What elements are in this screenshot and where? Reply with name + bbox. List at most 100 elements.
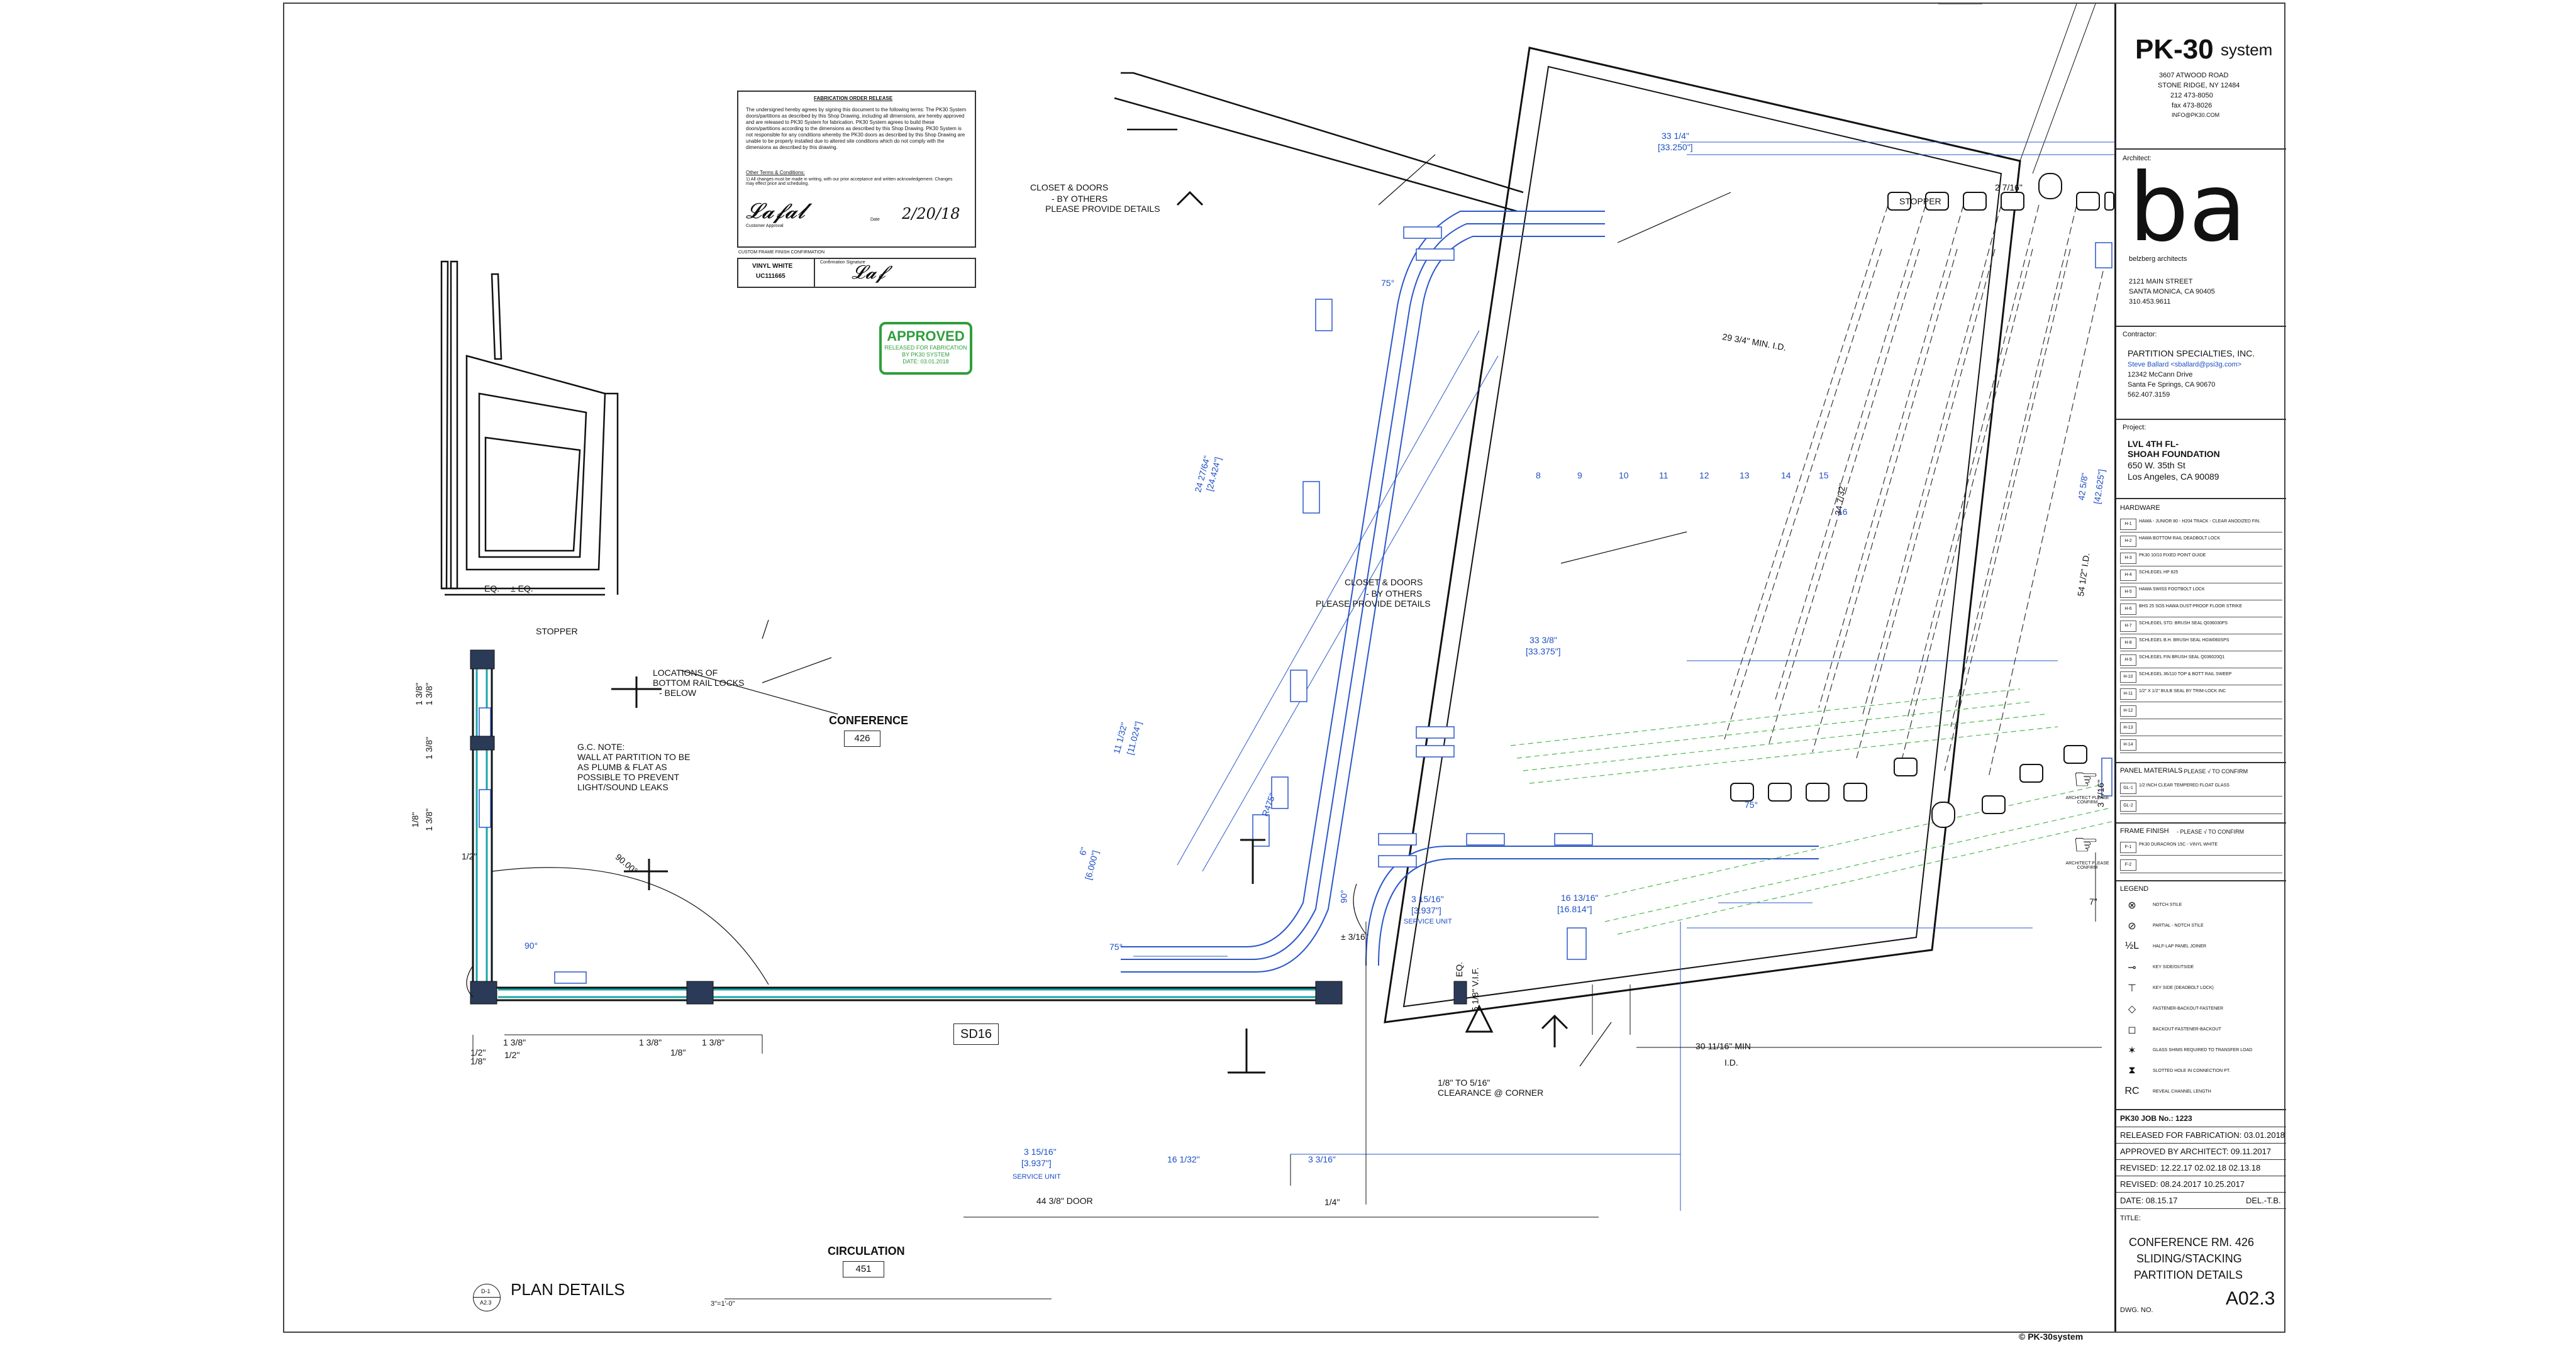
hardware-item: H-4 SCHLEGEL HP 825 bbox=[2120, 568, 2282, 583]
contractor-phone: 562.407.3159 bbox=[2128, 391, 2170, 399]
dim-d20: 1 3/8" bbox=[702, 1037, 725, 1047]
legend-text: KEY SIDE (DEADBOLT LOCK) bbox=[2153, 986, 2214, 990]
title-block-legend: LEGEND ⊗ NOTCH STILE⊘ PARTIAL - NOTCH ST… bbox=[2116, 880, 2286, 1110]
hardware-item: H-10 SCHLEGEL 36/110 TOP & BOTT RAIL SWE… bbox=[2120, 670, 2282, 685]
hardware-code: H-3 bbox=[2120, 553, 2136, 564]
detail-tag-bottom: A2.3 bbox=[480, 1299, 492, 1306]
dwg-number: A02.3 bbox=[2226, 1288, 2275, 1309]
hardware-text: 1/2" X 1/2" BULB SEAL BY TRIM-LOCK INC bbox=[2139, 689, 2226, 693]
material-text: 1/2 INCH CLEAR TEMPERED FLOAT GLASS bbox=[2139, 783, 2229, 788]
angle-a4: 90° bbox=[525, 941, 538, 951]
hardware-code: H-11 bbox=[2120, 688, 2136, 700]
legend-title: LEGEND bbox=[2120, 885, 2149, 893]
footer-logo-text: PK-30system bbox=[2028, 1332, 2084, 1342]
legend-symbol-icon: ⊤ bbox=[2128, 983, 2136, 994]
legend-symbol-icon: ½L bbox=[2124, 941, 2140, 951]
note-closet-2a: CLOSET & DOORS bbox=[1345, 577, 1423, 587]
dim-d24: EQ. bbox=[1454, 961, 1465, 978]
room-circulation-label: CIRCULATION bbox=[828, 1245, 905, 1257]
firm-email: INFO@PK30.COM bbox=[2172, 112, 2220, 118]
note-closet-1a: CLOSET & DOORS bbox=[1030, 182, 1109, 192]
dim-d33: 1 3/8" bbox=[424, 808, 435, 832]
panel-materials-note: - PLEASE √ TO CONFIRM bbox=[2180, 768, 2248, 775]
contractor-label: Contractor: bbox=[2123, 331, 2157, 338]
panel-number: 12 bbox=[1699, 470, 1709, 480]
hardware-title: HARDWARE bbox=[2120, 504, 2160, 512]
detail-callout: D-1 A2.3 bbox=[473, 1284, 501, 1311]
hardware-item: H-2 HAWA BOTTOM RAIL DEADBOLT LOCK bbox=[2120, 534, 2282, 549]
stamp-line-1: RELEASED FOR FABRICATION bbox=[884, 345, 967, 351]
hardware-item: H-6 BHS 25 SOS HAWA DUST-PROOF FLOOR STR… bbox=[2120, 602, 2282, 617]
legend-symbol-icon: ⊸ bbox=[2128, 963, 2136, 973]
dim-d30: 1 3/8" bbox=[414, 682, 425, 706]
legend-text: GLASS SHIMS REQUIRED TO TRANSFER LOAD bbox=[2153, 1048, 2253, 1052]
hardware-text: SCHLEGEL 36/110 TOP & BOTT RAIL SWEEP bbox=[2139, 672, 2232, 676]
drawing-date-value: DATE: 08.15.17 bbox=[2120, 1196, 2178, 1205]
legend-text: HALF-LAP PANEL JOINER bbox=[2153, 944, 2207, 949]
dim-d23: ± EQ. bbox=[511, 583, 533, 593]
frame-finish-title: FRAME FINISH bbox=[2120, 827, 2169, 835]
legend-symbol-icon: ⊗ bbox=[2128, 900, 2136, 911]
legend-item: ⊤ KEY SIDE (DEADBOLT LOCK) bbox=[2123, 982, 2280, 1000]
release-terms-title: Other Terms & Conditions: bbox=[746, 170, 805, 175]
angle-a5: 90° bbox=[1338, 890, 1349, 903]
hardware-item: H-12 bbox=[2120, 703, 2282, 719]
hardware-code: H-14 bbox=[2120, 739, 2136, 751]
dim-d16: 2 7/16" bbox=[1995, 182, 2023, 192]
note-clearance-b: CLEARANCE @ CORNER bbox=[1438, 1088, 1544, 1098]
legend-text: FASTENER-BACKOUT-FASTENER bbox=[2153, 1007, 2224, 1011]
hardware-item: H-1 HAWA - JUNIOR 80 - H204 TRACK - CLEA… bbox=[2120, 517, 2282, 532]
note-locks-c: - BELOW bbox=[659, 688, 697, 698]
panel-number: 13 bbox=[1740, 470, 1750, 480]
note-gc-d: POSSIBLE TO PREVENT bbox=[577, 772, 680, 782]
panel-material-item: GL-2 bbox=[2120, 798, 2282, 814]
panel-number: 10 bbox=[1619, 470, 1629, 480]
panel-number: 9 bbox=[1577, 470, 1582, 480]
pointing-hand-icon: ☞ bbox=[2073, 828, 2099, 861]
finish-text: PK30 DURACRON 15C - VINYL WHITE bbox=[2139, 842, 2218, 847]
dim-d25: 5 1/8" V.I.F. bbox=[1470, 967, 1480, 1012]
release-date-label: Date bbox=[870, 218, 880, 222]
dim-d9: 3 15/16" bbox=[1024, 1147, 1057, 1157]
note-gc-b: WALL AT PARTITION TO BE bbox=[577, 752, 691, 762]
sheet-title-1: CONFERENCE RM. 426 bbox=[2129, 1236, 2255, 1249]
signature: 𝓛𝓪𝓯𝓪𝓵 bbox=[746, 199, 806, 224]
drawing-sheet: FABRICATION ORDER RELEASE The undersigne… bbox=[283, 3, 2286, 1333]
hardware-text: SCHLEGEL HP 825 bbox=[2139, 570, 2179, 575]
finish-value-2: UC111665 bbox=[756, 273, 786, 280]
release-date-value: 2/20/18 bbox=[902, 205, 960, 223]
confirm-signature: 𝓛𝓪𝓯 bbox=[852, 262, 886, 284]
fabrication-release-form: FABRICATION ORDER RELEASE The undersigne… bbox=[737, 91, 976, 248]
detail-tag-top: D-1 bbox=[481, 1288, 491, 1294]
floor-plan-drawing bbox=[440, 4, 2114, 1299]
hardware-item: H-9 SCHLEGEL FIN BRUSH SEAL Q036020Q1 bbox=[2120, 653, 2282, 668]
legend-symbol-icon: ◇ bbox=[2128, 1004, 2136, 1015]
dim-d34: 1 3/8" bbox=[424, 736, 435, 760]
room-circulation-number: 451 bbox=[843, 1261, 884, 1277]
panel-number: 14 bbox=[1781, 470, 1791, 480]
note-stopper-top: STOPPER bbox=[1899, 196, 1941, 206]
dim-d3b: [33.375"] bbox=[1526, 646, 1561, 656]
finish-code: F-2 bbox=[2120, 859, 2136, 871]
panel-material-item: GL-1 1/2 INCH CLEAR TEMPERED FLOAT GLASS bbox=[2120, 781, 2282, 797]
firm-phone: 212 473-8050 bbox=[2170, 92, 2213, 99]
firm-fax: fax 473-8026 bbox=[2172, 102, 2212, 109]
dim-d1b: [33.250"] bbox=[1658, 142, 1693, 152]
note-closet-1c: PLEASE PROVIDE DETAILS bbox=[1045, 204, 1160, 214]
title-block: PK-30 system 3607 ATWOOD ROAD STONE RIDG… bbox=[2114, 4, 2286, 1332]
drawn-by: DEL.-T.B. bbox=[2246, 1196, 2281, 1205]
project-address-2: Los Angeles, CA 90089 bbox=[2128, 472, 2219, 482]
note-service-unit-1: SERVICE UNIT bbox=[1404, 918, 1452, 925]
note-locks-b: BOTTOM RAIL LOCKS bbox=[653, 678, 745, 688]
hardware-item: H-13 bbox=[2120, 720, 2282, 736]
dim-d7b: [16.814"] bbox=[1557, 904, 1592, 914]
panel-confirm-text: ARCHITECT PLEASE CONFIRM bbox=[2065, 796, 2109, 805]
dim-d19: 1 3/8" bbox=[503, 1037, 526, 1047]
stamp-line-2: BY PK30 SYSTEM bbox=[902, 351, 950, 358]
hardware-text: HAWA SWISS FOOTBOLT LOCK bbox=[2139, 587, 2205, 592]
legend-item: ½L HALF-LAP PANEL JOINER bbox=[2123, 941, 2280, 958]
dim-d10: 16 1/32" bbox=[1167, 1154, 1200, 1164]
dwg-label: DWG. NO. bbox=[2120, 1306, 2153, 1314]
architect-name: belzberg architects bbox=[2129, 255, 2187, 263]
firm-address-1: 3607 ATWOOD ROAD bbox=[2159, 72, 2229, 79]
